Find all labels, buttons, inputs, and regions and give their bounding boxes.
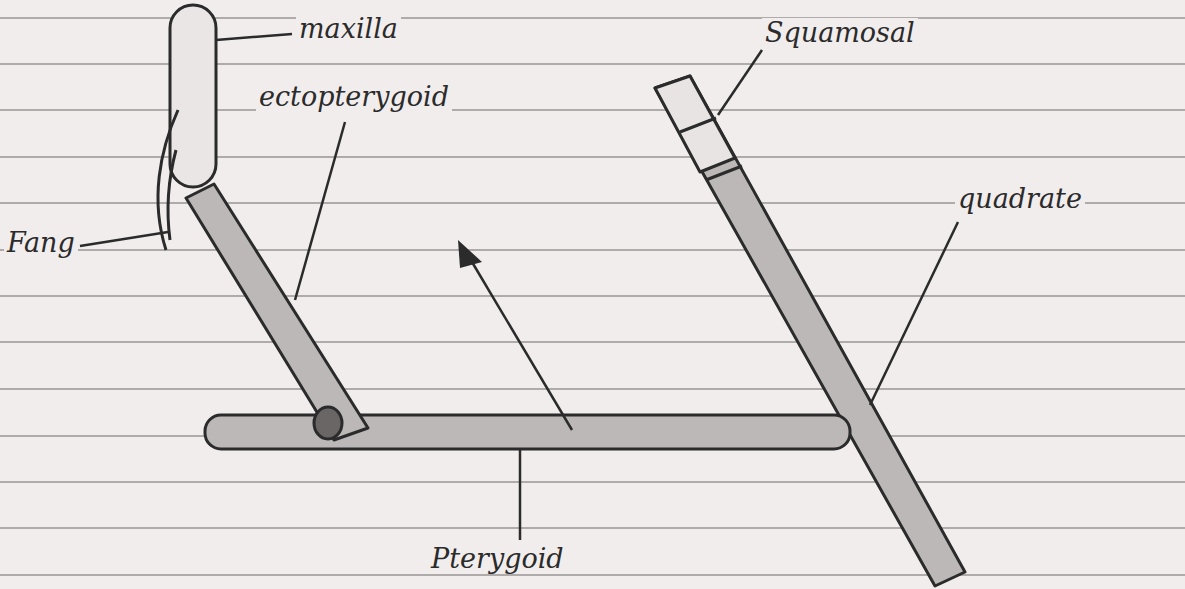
joint [314,407,342,439]
part-label: Squamosal [762,18,918,48]
leader-line [718,50,762,115]
arrow-line [472,262,572,430]
ectopterygoid-bone [186,184,368,440]
leader-line [295,122,345,300]
pterygoid-bone [205,415,850,449]
part-label: Pterygoid [428,544,567,574]
fang [158,110,178,250]
part-label: ectopterygoid [256,82,452,112]
quadrate-bone [655,76,965,586]
suture-line [680,118,716,132]
part-label: maxilla [296,14,401,44]
leader-line [870,222,958,405]
part-label: Fang [4,228,78,258]
arrow-head [458,240,482,268]
leader-line [519,450,522,540]
suture-line [706,166,742,180]
leader-line [216,34,292,40]
maxilla-bone [170,5,216,187]
leader-line [80,232,168,246]
squamosal-bone [655,76,735,172]
part-label: quadrate [955,184,1085,214]
